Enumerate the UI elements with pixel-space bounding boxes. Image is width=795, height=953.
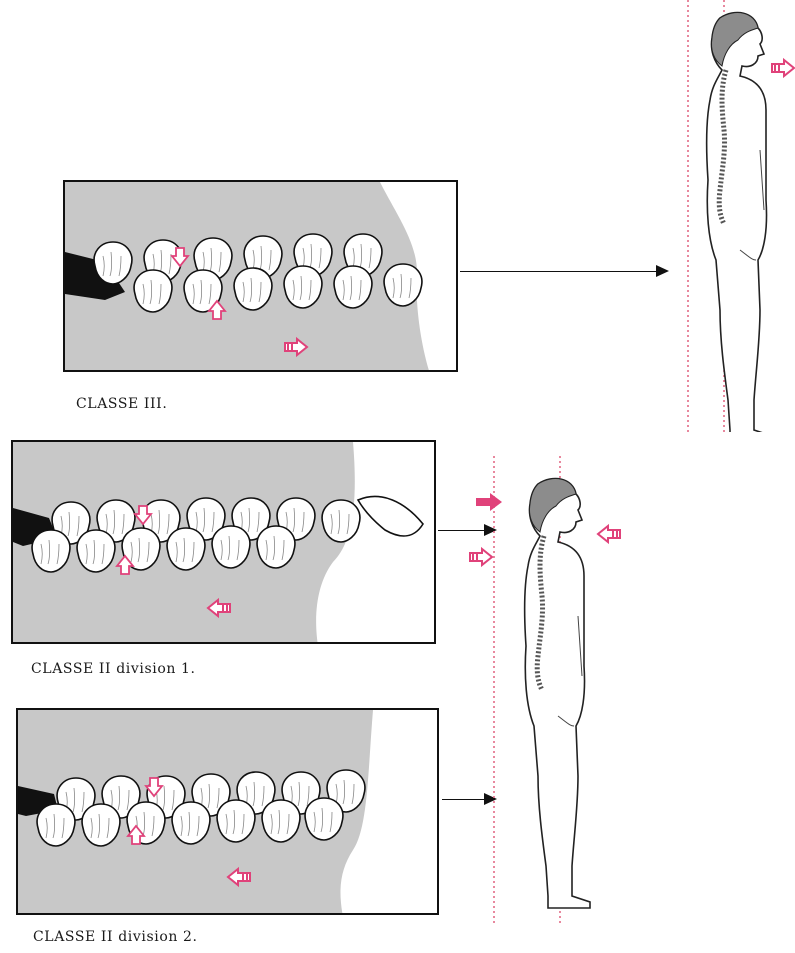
jaw-illustration-class-2-div-2 xyxy=(18,710,439,915)
arrow-right-icon xyxy=(285,339,307,355)
arrow-left-icon xyxy=(228,869,250,885)
jaw-panel-class-3 xyxy=(63,180,458,372)
arrow-left-icon xyxy=(208,600,230,616)
jaw-panel-class-2-div-2 xyxy=(16,708,439,915)
arrow-right-icon xyxy=(470,549,492,565)
diagram-caption: CLASSE III. xyxy=(76,396,167,412)
posture-figure-class-3 xyxy=(680,0,795,432)
jaw-illustration-class-3 xyxy=(65,182,458,372)
connector-arrow xyxy=(460,271,660,272)
jaw-illustration-class-2-div-1 xyxy=(13,442,436,644)
diagram-caption: CLASSE II division 1. xyxy=(31,661,196,677)
jaw-panel-class-2-div-1 xyxy=(11,440,436,644)
arrow-right-icon xyxy=(772,60,794,76)
arrow-left-icon xyxy=(598,526,620,542)
diagram-caption: CLASSE II division 2. xyxy=(33,929,198,945)
arrow-right-icon xyxy=(656,265,669,277)
posture-figure-class-2 xyxy=(468,456,628,926)
arrow-right-icon xyxy=(476,493,502,511)
